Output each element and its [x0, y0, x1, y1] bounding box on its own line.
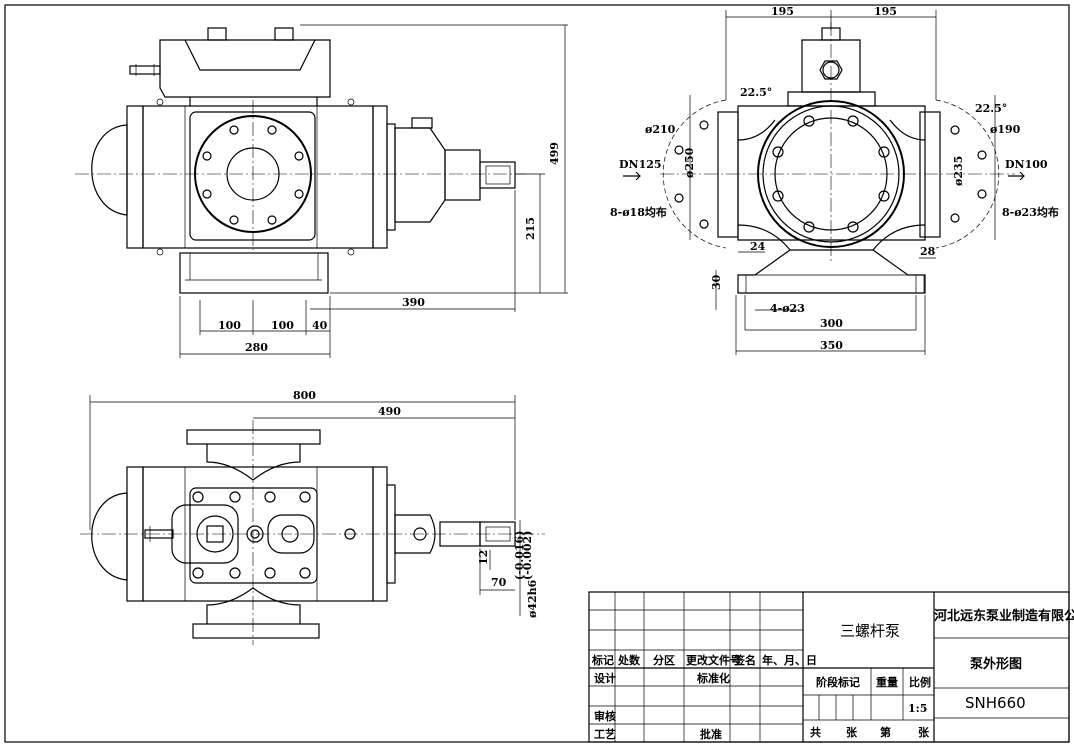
title-block — [588, 591, 1070, 743]
holes-right-label: 8-ø23均布 — [1002, 205, 1059, 219]
dim-100-a: 100 — [218, 319, 241, 332]
dim-d210: ø210 — [645, 123, 676, 136]
tb-design: 设计 — [594, 671, 616, 685]
dim-499: 499 — [548, 142, 561, 165]
dim-350: 350 — [820, 339, 843, 352]
top-view — [80, 395, 545, 645]
dim-12: 12 — [477, 550, 490, 565]
dim-195-left: 195 — [771, 5, 794, 18]
front-view — [75, 24, 568, 358]
angle-right: 22.5° — [975, 102, 1007, 115]
tb-sheet2: 张 — [918, 725, 930, 739]
tb-sheets: 张 — [846, 725, 858, 739]
holes-left-label: 8-ø18均布 — [610, 205, 667, 219]
tb-drawing-title: 泵外形图 — [970, 656, 1022, 672]
side-view — [623, 10, 1025, 355]
holes-base-label: 4-ø23 — [770, 302, 805, 315]
dim-100-b: 100 — [271, 319, 294, 332]
tb-company: 河北远东泵业制造有限公司 — [934, 608, 1074, 624]
dim-30: 30 — [710, 274, 723, 290]
angle-left: 22.5° — [740, 86, 772, 99]
tb-hdr-docno: 更改文件号 — [686, 653, 741, 667]
dim-800: 800 — [293, 389, 316, 402]
dim-300: 300 — [820, 317, 843, 330]
tb-hdr-count: 处数 — [617, 653, 641, 667]
tb-review: 审核 — [594, 709, 616, 723]
tb-hdr-zone: 分区 — [653, 653, 675, 667]
tb-craft: 工艺 — [594, 727, 616, 741]
tb-page: 第 — [880, 725, 891, 739]
tb-hdr-sign: 签名 — [733, 653, 756, 667]
dim-195-right: 195 — [874, 5, 897, 18]
tb-weight: 重量 — [876, 675, 898, 689]
dim-390: 390 — [402, 296, 425, 309]
dim-70: 70 — [491, 576, 507, 589]
shaft-dim: ø42h6 — [526, 579, 539, 618]
dim-d190: ø190 — [990, 123, 1021, 136]
dn100-label: DN100 — [1005, 158, 1048, 171]
dim-d235: ø235 — [952, 156, 965, 186]
tb-approve: 批准 — [700, 727, 722, 741]
tb-model: SNH660 — [965, 694, 1026, 712]
sheet-border — [4, 4, 1070, 743]
tb-product: 三螺杆泵 — [840, 622, 900, 640]
tb-scale-label: 比例 — [909, 675, 931, 689]
dim-24: 24 — [750, 240, 766, 253]
dn125-label: DN125 — [619, 158, 662, 171]
tb-hdr-mark: 标记 — [591, 653, 614, 667]
dim-d250: ø250 — [683, 147, 696, 178]
shaft-tol-lower: (-0.002) — [521, 531, 534, 580]
dim-280: 280 — [245, 341, 268, 354]
tb-total: 共 — [810, 725, 821, 739]
dim-215: 215 — [524, 217, 537, 240]
shaft-tol-upper: (-0.016) — [513, 531, 526, 580]
tb-hdr-date: 年、月、日 — [762, 653, 817, 667]
dim-490: 490 — [378, 405, 401, 418]
tb-scale: 1:5 — [908, 702, 927, 715]
dim-28: 28 — [920, 245, 936, 258]
tb-standard: 标准化 — [696, 671, 730, 685]
dim-40: 40 — [312, 319, 328, 332]
tb-stage: 阶段标记 — [816, 675, 860, 689]
